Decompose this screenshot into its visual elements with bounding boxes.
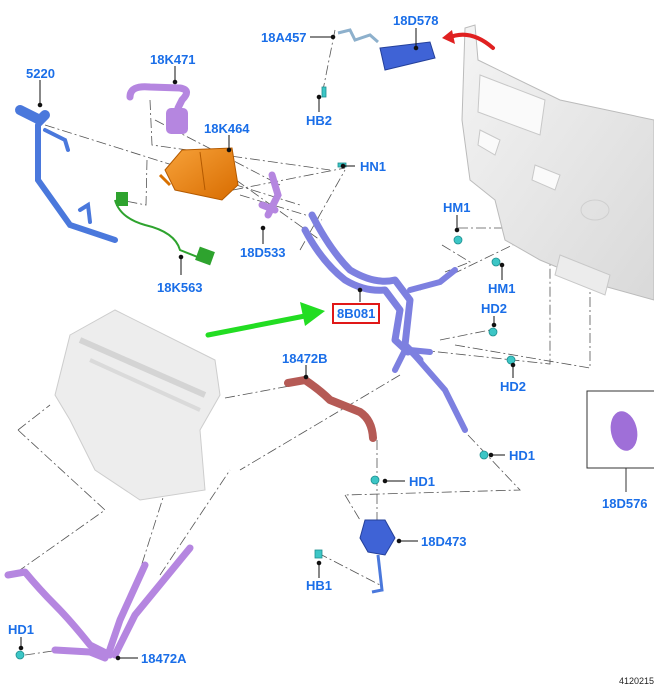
part-18K563-harness <box>114 192 215 266</box>
label-HD1-right: HD1 <box>509 448 536 463</box>
label-18472B: 18472B <box>282 351 328 366</box>
part-18472B-hose <box>284 376 377 442</box>
label-HD1-left: HD1 <box>8 622 35 637</box>
part-18K464-heater <box>158 147 239 201</box>
label-HD2-lower: HD2 <box>500 379 527 394</box>
label-18472A: 18472A <box>141 651 187 666</box>
document-number: 4120215 <box>618 676 654 686</box>
label-HB2: HB2 <box>306 113 333 128</box>
part-18D473-pump <box>359 519 396 594</box>
label-leaders <box>18 28 516 661</box>
label-HB1: HB1 <box>306 578 333 593</box>
label-18K563: 18K563 <box>157 280 203 295</box>
part-8B081-hose <box>301 211 468 433</box>
engine-block <box>54 309 221 501</box>
view-direction-arrow <box>442 30 495 50</box>
label-18D576: 18D576 <box>602 496 648 511</box>
fastener-clips <box>15 86 516 660</box>
label-18D578: 18D578 <box>393 13 439 28</box>
part-18A457-bracket <box>337 28 379 44</box>
part-18472A-hoses <box>4 544 194 662</box>
label-HD2-upper: HD2 <box>481 301 508 316</box>
label-18K471: 18K471 <box>150 52 196 67</box>
label-18A457: 18A457 <box>261 30 307 45</box>
label-8B081-highlighted: 8B081 <box>332 303 381 324</box>
part-18D578-module <box>379 41 436 71</box>
part-18D533-connector <box>258 171 282 219</box>
label-HM1-upper: HM1 <box>443 200 471 215</box>
label-HN1: HN1 <box>360 159 387 174</box>
part-18K471-hose <box>126 83 190 134</box>
highlight-pointer-arrow <box>205 302 325 338</box>
dash-panel <box>461 24 654 301</box>
label-5220: 5220 <box>26 66 55 81</box>
part-5220-pipe <box>15 105 118 243</box>
label-HM1-lower: HM1 <box>488 281 516 296</box>
label-HD1-center: HD1 <box>409 474 436 489</box>
label-18D533: 18D533 <box>240 245 286 260</box>
label-18D473: 18D473 <box>421 534 467 549</box>
part-18D576-detail <box>586 390 654 492</box>
label-18K464: 18K464 <box>204 121 250 136</box>
